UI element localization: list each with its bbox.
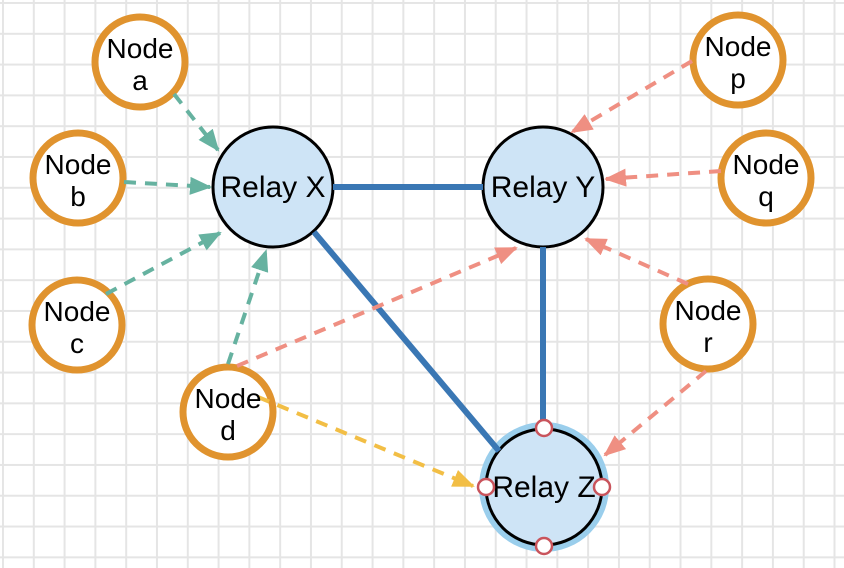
- edge-noded-relayy[interactable]: [236, 246, 518, 368]
- node-p-shape[interactable]: [689, 11, 787, 109]
- connection-handle-left[interactable]: [476, 477, 496, 497]
- node-r-label-line2: r: [703, 327, 712, 358]
- relay-z-connection-handles: [476, 418, 612, 556]
- connection-handle-right[interactable]: [592, 477, 612, 497]
- node-c-label-line1: Node: [44, 296, 111, 327]
- node-d-label-line1: Node: [195, 383, 262, 414]
- node-c-shape[interactable]: [28, 276, 126, 374]
- edge-noder-relayy[interactable]: [584, 237, 689, 286]
- edge-noded-relayz[interactable]: [257, 395, 475, 488]
- node-q-label-line2: q: [758, 181, 774, 212]
- edge-nodea-relayx[interactable]: [172, 92, 220, 152]
- connection-handle-top[interactable]: [534, 418, 554, 438]
- node-q-shape[interactable]: [717, 129, 815, 227]
- node-q-label-line1: Node: [733, 149, 800, 180]
- node-shapes: [28, 11, 815, 461]
- edge-noded-relayx[interactable]: [226, 249, 269, 365]
- salmon-dashed-arrows: [236, 59, 722, 457]
- edge-nodeb-relayx[interactable]: [123, 176, 212, 195]
- node-c-label-line2: c: [70, 328, 84, 359]
- relay-x-label: Relay X: [220, 171, 325, 204]
- edge-nodec-relayx[interactable]: [105, 231, 222, 296]
- node-b-label-line1: Node: [45, 149, 112, 180]
- node-d-label-line2: d: [220, 415, 236, 446]
- node-r-label-line1: Node: [675, 295, 742, 326]
- relay-links: [311, 184, 546, 453]
- labels: Relay X Relay Y Relay Z Node a Node b No…: [44, 31, 800, 504]
- yellow-dashed-arrows: [257, 395, 475, 488]
- node-b-shape[interactable]: [29, 129, 127, 227]
- connection-handle-bottom[interactable]: [534, 536, 554, 556]
- relay-shapes: [211, 125, 605, 547]
- edge-nodeq-relayy[interactable]: [604, 168, 722, 187]
- edge-nodep-relayy[interactable]: [570, 59, 694, 134]
- node-a-label-line1: Node: [107, 33, 174, 64]
- node-d-shape[interactable]: [179, 363, 277, 461]
- green-dashed-arrows: [105, 92, 269, 365]
- node-r-shape[interactable]: [659, 275, 757, 373]
- node-b-label-line2: b: [70, 181, 86, 212]
- node-a-label-line2: a: [132, 65, 148, 96]
- node-p-label-line1: Node: [705, 31, 772, 62]
- relay-z-label: Relay Z: [492, 471, 595, 504]
- relay-y-label: Relay Y: [491, 171, 596, 204]
- node-a-shape[interactable]: [91, 13, 189, 111]
- edge-relayx-relayz[interactable]: [311, 230, 502, 453]
- node-p-label-line2: p: [730, 63, 746, 94]
- edge-noder-relayz[interactable]: [603, 369, 708, 457]
